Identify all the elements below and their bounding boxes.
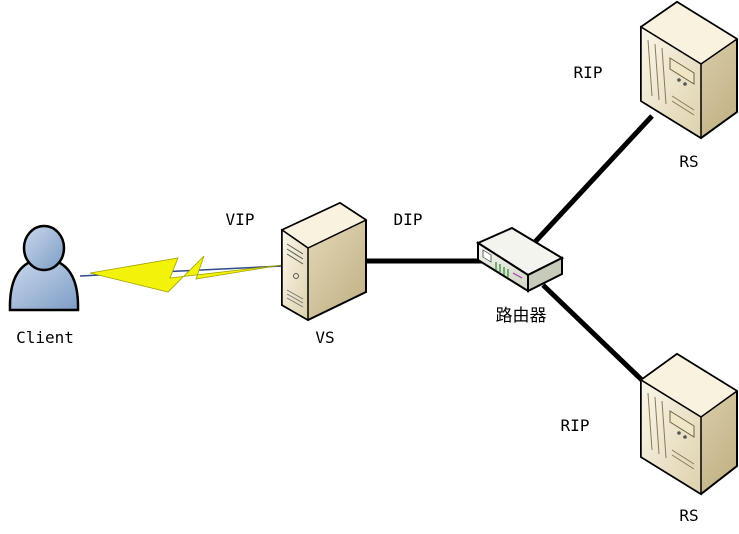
- router-label: 路由器: [496, 306, 547, 326]
- router-node: 路由器: [475, 226, 565, 326]
- rip-top-label: RIP: [574, 63, 603, 82]
- rs-top-node: RS: [639, 0, 739, 171]
- dip-label: DIP: [394, 210, 423, 229]
- vs-label: VS: [315, 328, 334, 347]
- vs-node: VS: [280, 201, 368, 347]
- server-icon: [639, 352, 739, 496]
- rip-bottom-label: RIP: [561, 416, 590, 435]
- vip-label: VIP: [226, 210, 255, 229]
- client-label: Client: [16, 328, 74, 347]
- user-icon: [8, 224, 80, 312]
- rs-bottom-node: RS: [639, 352, 739, 525]
- rs-bottom-label: RS: [679, 506, 698, 525]
- client-node: Client: [8, 224, 80, 347]
- router-rs-top-link: [533, 114, 654, 244]
- rs-top-label: RS: [679, 152, 698, 171]
- router-rs-bottom-link: [541, 283, 647, 385]
- server-icon: [280, 201, 368, 322]
- router-icon: [475, 226, 565, 293]
- lightning-bolt-icon: [89, 255, 283, 293]
- server-icon: [639, 0, 739, 140]
